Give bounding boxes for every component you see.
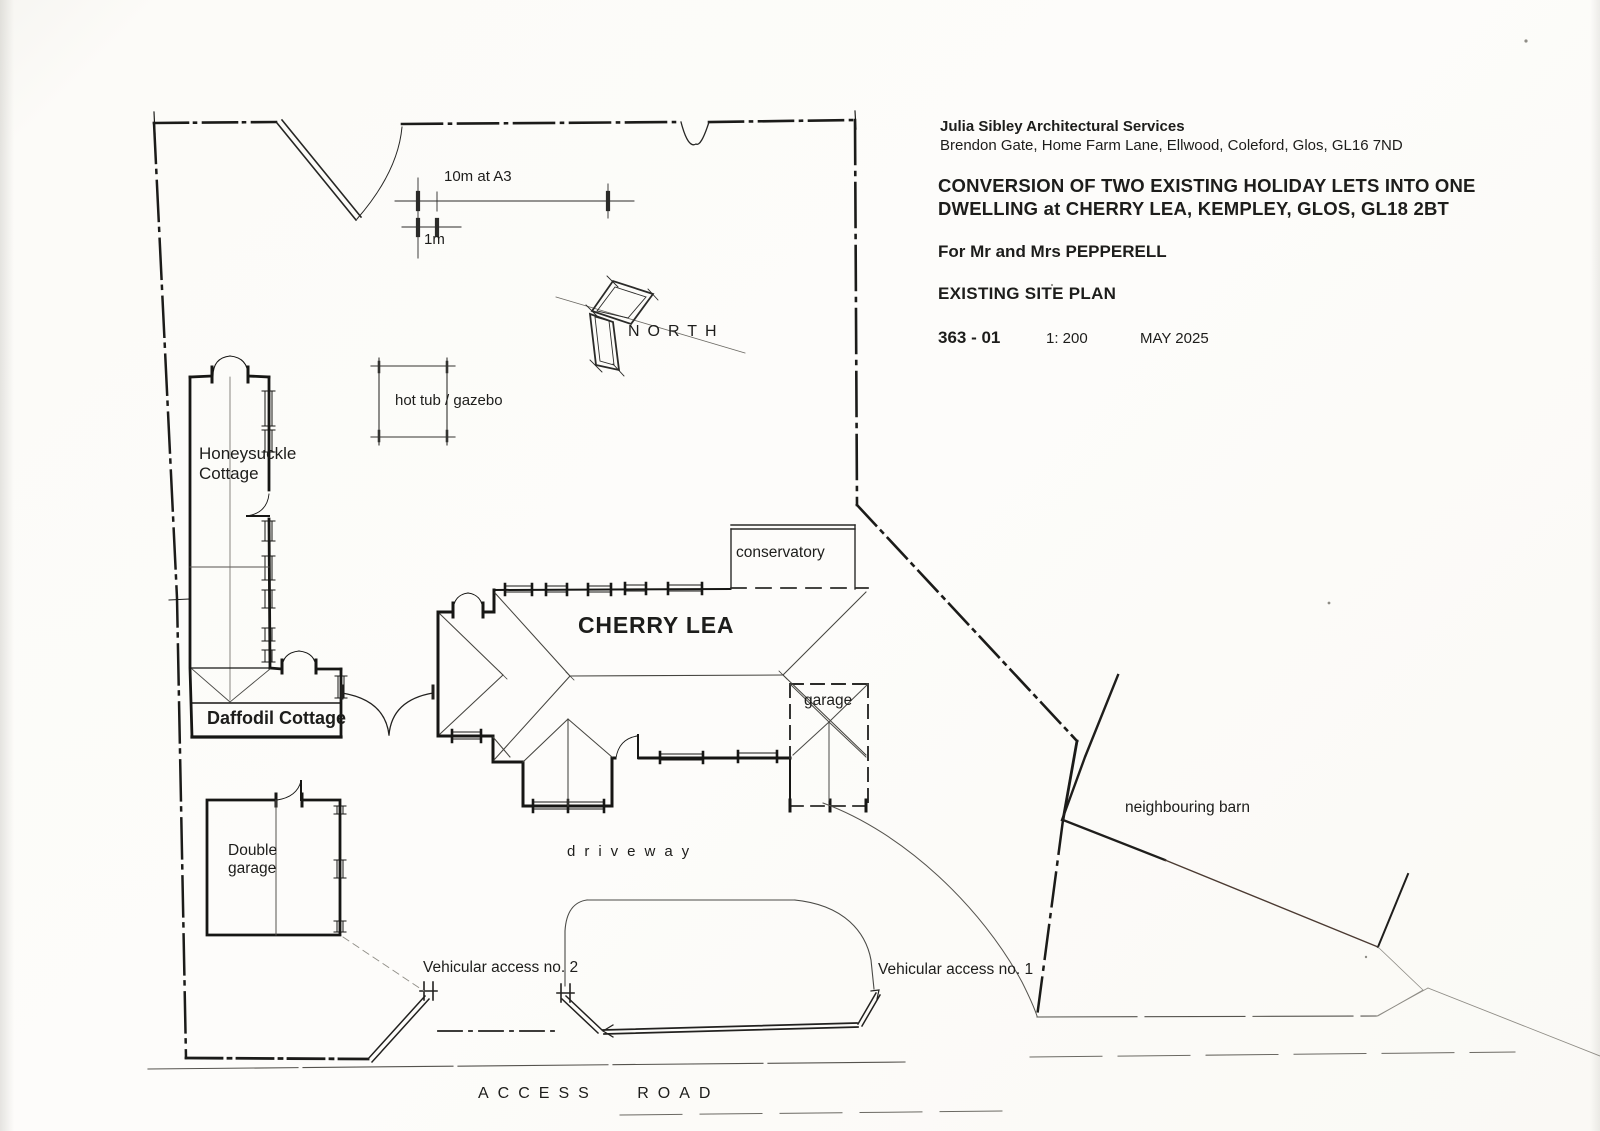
north-arrow: [555, 275, 746, 377]
courtyard-gate: [340, 684, 435, 736]
neighbouring-barn-outline: [1060, 673, 1424, 1017]
garage-label: garage: [804, 692, 853, 709]
access-road-label: ACCESS ROAD: [478, 1085, 720, 1102]
scale-bars: [394, 177, 635, 259]
project-title-line2: DWELLING at CHERRY LEA, KEMPLEY, GLOS, G…: [938, 198, 1450, 219]
vehicular-access-1-label: Vehicular access no. 1: [878, 961, 1034, 978]
double-garage-label-line2: garage: [228, 860, 277, 878]
roof-lines: [439, 591, 867, 807]
site-boundary: [152, 110, 1079, 1061]
daffodil-cottage: [189, 650, 348, 739]
drawing-scale: 1: 200: [1046, 330, 1088, 347]
daffodil-cottage-label: Daffodil Cottage: [207, 708, 346, 728]
boundary-gates: [275, 118, 710, 222]
firm-name: Julia Sibley Architectural Services: [940, 118, 1185, 135]
client-name: For Mr and Mrs PEPPERELL: [938, 242, 1167, 261]
hot-tub-label: hot tub / gazebo: [395, 392, 503, 409]
scale-bar-10m-label: 10m at A3: [444, 168, 512, 185]
vehicular-gates: [366, 981, 882, 1064]
double-garage: [205, 780, 425, 992]
honeysuckle-label-line1: Honeysuckle: [199, 444, 297, 463]
conservatory-outline: [730, 524, 869, 590]
vehicular-access-2-label: Vehicular access no. 2: [423, 959, 579, 976]
double-garage-label: Double garage: [228, 842, 277, 879]
driveway-label: driveway: [567, 843, 699, 860]
driveway-lines: [564, 802, 1038, 1017]
hot-tub-gazebo: [370, 357, 456, 446]
neighbouring-barn-label: neighbouring barn: [1125, 799, 1250, 816]
drawing-number: 363 - 01: [938, 328, 1001, 347]
firm-address: Brendon Gate, Home Farm Lane, Ellwood, C…: [940, 137, 1403, 154]
drawing-title: EXISTING SITE PLAN: [938, 284, 1117, 303]
honeysuckle-label-line2: Cottage: [199, 464, 259, 484]
project-title-line1: CONVERSION OF TWO EXISTING HOLIDAY LETS …: [938, 175, 1476, 196]
scale-bar-1m-label: 1m: [424, 231, 445, 248]
access-road-lines: [147, 987, 1600, 1116]
conservatory-label: conservatory: [736, 544, 825, 561]
north-label: NORTH: [628, 323, 725, 340]
double-garage-label-line1: Double: [228, 842, 278, 859]
drawing-date: MAY 2025: [1140, 330, 1209, 347]
scan-specks: [1050, 39, 1528, 959]
honeysuckle-cottage: [188, 355, 276, 739]
honeysuckle-cottage-label: Honeysuckle Cottage: [199, 444, 296, 484]
cherry-lea-label: CHERRY LEA: [578, 612, 735, 638]
